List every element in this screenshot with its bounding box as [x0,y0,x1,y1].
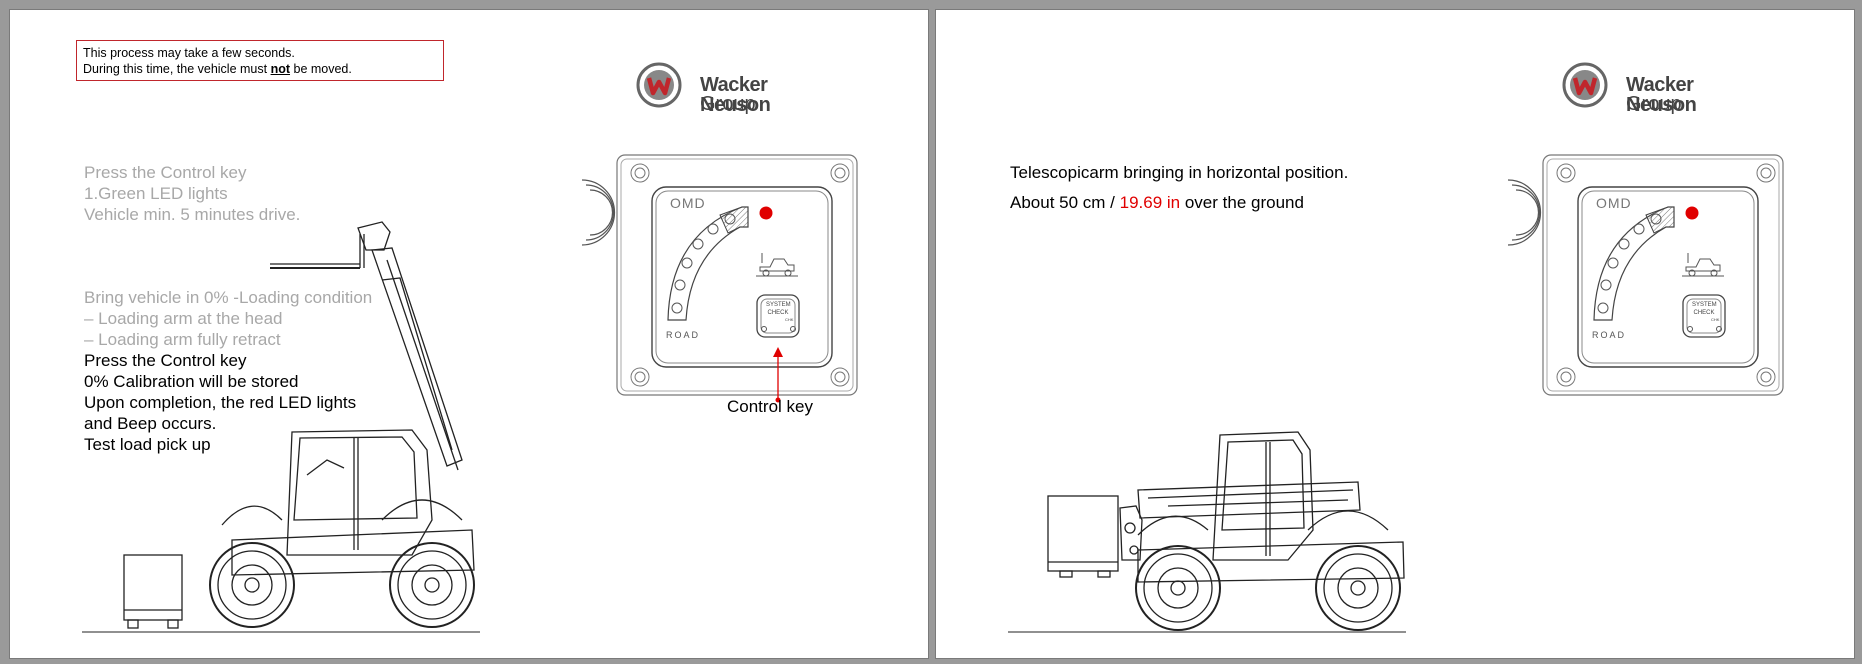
instruction-text-end: over the ground [1180,193,1304,212]
notice-emphasis: not [270,61,291,76]
logo-group-label: Group [700,93,756,115]
system-check-button[interactable]: SYSTEM CHECK [766,301,791,317]
document-page-2: Wacker Neuson Group Telescopicarm bringi… [936,10,1854,658]
telehandler-raised-arm-drawing [82,221,480,633]
warning-notice-box: This process may take a few seconds. Dur… [76,40,444,81]
instruction-line: 1.Green LED lights [84,184,228,203]
system-check-button[interactable]: SYSTEM CHECK [1692,301,1717,317]
instruction-line-2: About 50 cm / 19.69 in over the ground [1010,192,1304,213]
logo-wordmark: Wacker Neuson [1626,74,1697,116]
notice-text: During this time, the vehicle must [83,61,271,76]
instruction-block-black: Press the Control key 0% Calibration wil… [84,350,356,455]
control-panel-drawing [581,154,858,403]
notice-line-1: This process may take a few seconds. [83,46,295,60]
wacker-neuson-logo: Wacker Neuson Group [1562,62,1762,116]
control-key-callout: Control key [727,397,813,416]
notice-line-2: During this time, the vehicle must not b… [83,62,437,78]
instruction-line: 0% Calibration will be stored [84,372,299,391]
button-text: SYSTEM [1692,302,1717,308]
instruction-highlight: 19.69 in [1119,193,1181,212]
panel-brand-label: OMD [670,195,706,211]
omd-control-panel: OMD ROAD SYSTEM CHECK CHK [1496,145,1784,396]
instruction-line: Bring vehicle in 0% -Loading condition [84,288,373,307]
instruction-line: Test load pick up [84,435,211,454]
instruction-line: – Loading arm fully retract [84,330,281,349]
omd-control-panel: OMD ROAD SYSTEM CHECK CHK [570,145,858,403]
instruction-block-gray-2: Bring vehicle in 0% -Loading condition –… [84,287,372,350]
instruction-line: Press the Control key [84,163,247,182]
instruction-line: Upon completion, the red LED lights [84,393,357,412]
button-small-label: CHK [785,317,794,322]
instruction-block-gray-1: Press the Control key 1.Green LED lights… [84,162,300,225]
control-panel-drawing [1507,154,1784,396]
button-small-label: CHK [1711,317,1720,322]
panel-road-label: ROAD [1592,330,1627,340]
notice-text-end: be moved. [290,61,352,76]
wacker-neuson-logo: Wacker Neuson Group [636,62,836,116]
button-text: SYSTEM [766,302,791,308]
logo-wordmark: Wacker Neuson [700,74,771,116]
document-page-1: This process may take a few seconds. Dur… [10,10,928,658]
instruction-line-1: Telescopicarm bringing in horizontal pos… [1010,163,1349,182]
logo-emblem-icon [1562,62,1608,108]
instruction-line: and Beep occurs. [84,414,217,433]
panel-road-label: ROAD [666,330,701,340]
instruction-line: – Loading arm at the head [84,309,283,328]
instruction-text: About 50 cm / [1010,193,1120,212]
panel-brand-label: OMD [1596,195,1632,211]
telehandler-horizontal-arm-drawing [1008,431,1406,633]
instruction-line: Vehicle min. 5 minutes drive. [84,205,301,224]
logo-emblem-icon [636,62,682,108]
button-text: CHECK [1693,310,1715,316]
button-text: CHECK [767,310,789,316]
logo-group-label: Group [1626,93,1682,115]
instruction-line: Press the Control key [84,351,247,370]
